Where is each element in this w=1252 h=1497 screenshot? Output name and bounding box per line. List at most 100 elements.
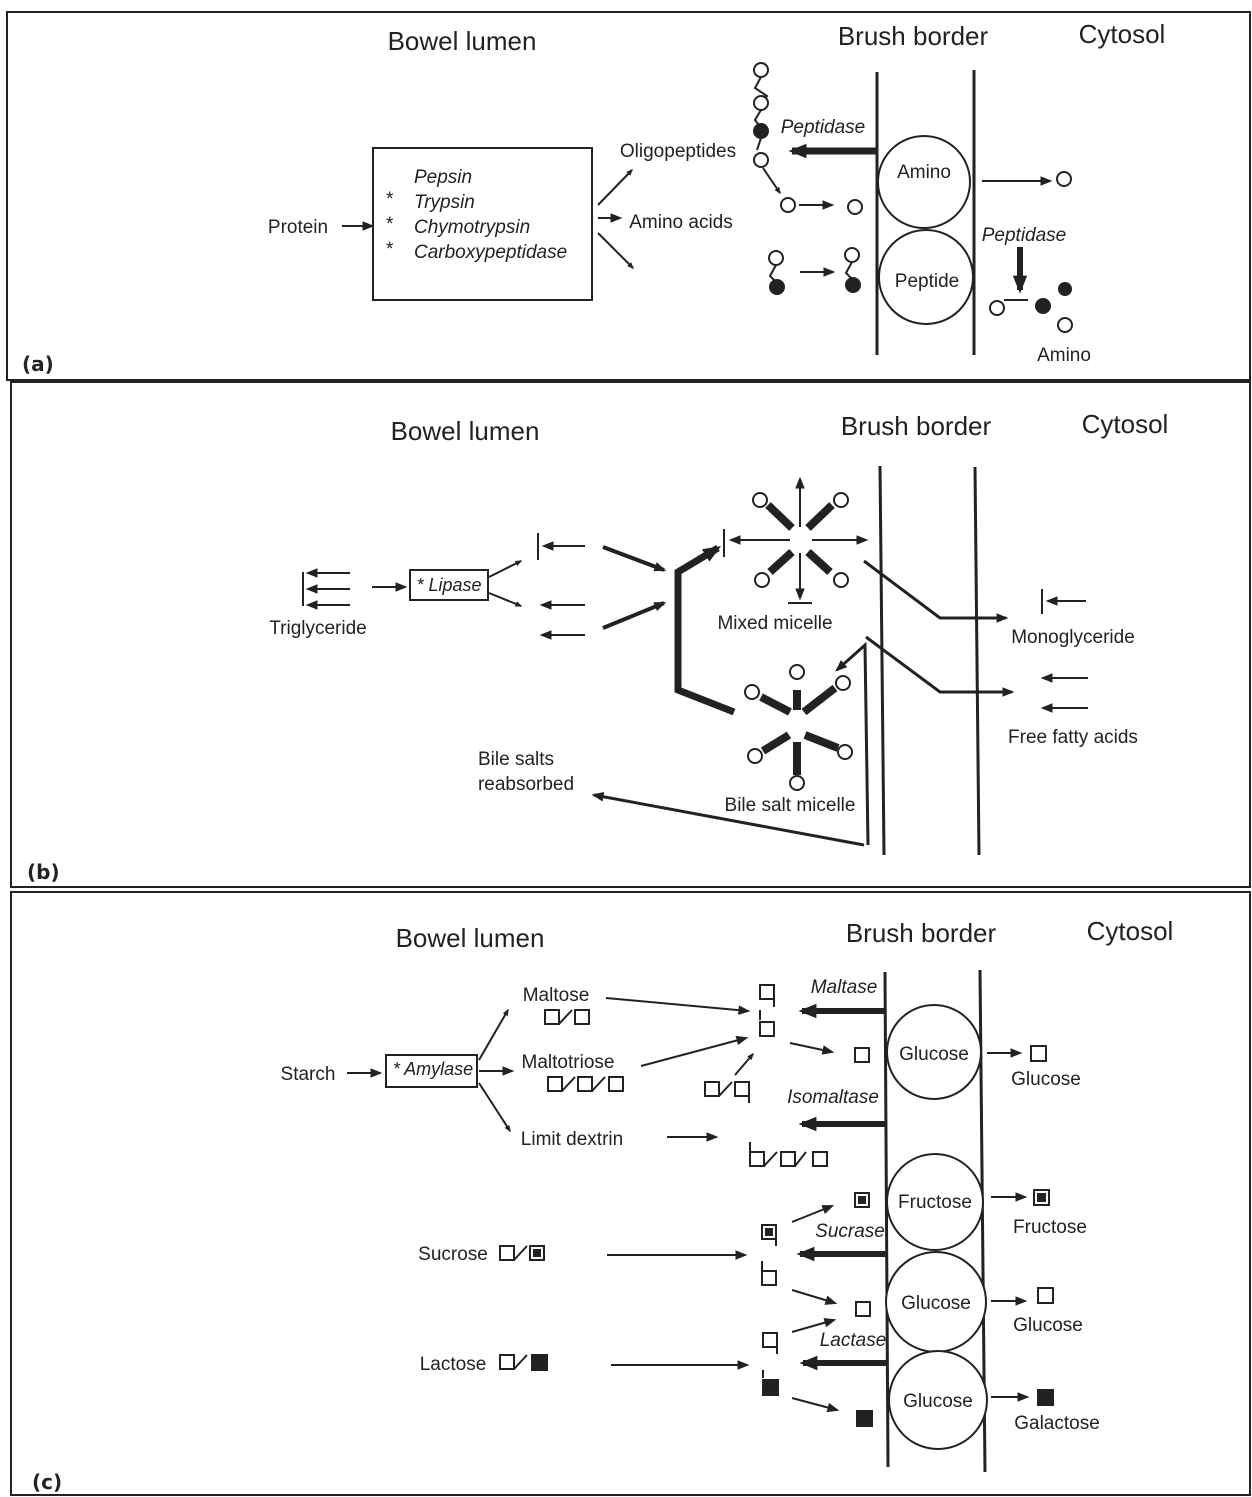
galactose-release-arrow — [792, 1398, 837, 1410]
amino-transporter-label: Amino — [897, 162, 951, 183]
maltose-cleaved-icon — [760, 985, 774, 1036]
sucrase-label: Sucrase — [815, 1221, 885, 1242]
transporter-label-1: Glucose — [899, 1044, 969, 1065]
peptidase-brush-label: Peptidase — [781, 117, 866, 138]
free-fatty-acids-label: Free fatty acids — [1008, 727, 1138, 748]
panel-c: Bowel lumen Brush border Cytosol Starch … — [11, 892, 1250, 1495]
enzyme-trypsin: Trypsin — [414, 192, 475, 213]
enzyme-chymotrypsin: Chymotrypsin — [414, 217, 530, 238]
bile-reabsorbed-label-2: reabsorbed — [478, 774, 574, 795]
maltotriose-arrow — [641, 1038, 746, 1066]
lactose-icon — [500, 1355, 547, 1370]
maltotriose-icon — [548, 1077, 623, 1091]
glucose-free-icon — [855, 1048, 869, 1062]
maltotriose-residue-arrow — [735, 1054, 753, 1075]
arrow-to-oligopeptides — [598, 170, 632, 205]
product-label-4: Galactose — [1014, 1413, 1100, 1434]
maltase-label: Maltase — [811, 977, 878, 998]
glucose-release-arrow-2 — [792, 1290, 835, 1303]
panel-c-header-cytosol: Cytosol — [1087, 916, 1174, 946]
panel-a-header-cytosol: Cytosol — [1079, 19, 1166, 49]
transporter-label-2: Fructose — [898, 1192, 972, 1213]
asterisk-3: * — [386, 239, 394, 260]
mixed-micelle-label: Mixed micelle — [717, 613, 832, 634]
panel-c-header-lumen: Bowel lumen — [396, 923, 545, 953]
sucrose-icon — [500, 1246, 544, 1260]
panel-b-membrane-right — [975, 467, 979, 855]
limit-dextrin-icon — [750, 1142, 827, 1166]
fatty-acid-absorption-arrow — [866, 637, 1012, 692]
amino-out-circle — [1057, 172, 1071, 186]
dipeptide-right — [845, 248, 860, 292]
panel-a: Bowel lumen Brush border Cytosol Protein… — [7, 12, 1250, 380]
fructose-out-icon — [1034, 1190, 1049, 1205]
product-label-1: Glucose — [1011, 1069, 1081, 1090]
isomaltase-label: Isomaltase — [787, 1087, 879, 1108]
product-label-3: Glucose — [1013, 1315, 1083, 1336]
oligopeptides-label: Oligopeptides — [620, 141, 736, 162]
triglyceride-label: Triglyceride — [269, 618, 367, 639]
panel-b: Bowel lumen Brush border Cytosol Triglyc… — [11, 382, 1250, 887]
fa-to-micelle-arrow — [603, 603, 664, 628]
panel-b-header-cytosol: Cytosol — [1082, 409, 1169, 439]
asterisk-1: * — [386, 189, 394, 210]
panel-c-label: (c) — [32, 1470, 62, 1494]
panel-c-frame — [11, 892, 1250, 1495]
maltotriose-label: Maltotriose — [522, 1052, 615, 1073]
dipeptide-left — [769, 251, 784, 294]
fructose-free-icon — [855, 1193, 869, 1207]
protein-label: Protein — [268, 217, 328, 238]
panel-b-header-brush: Brush border — [841, 411, 992, 441]
lactose-label: Lactose — [420, 1354, 487, 1375]
arrow-down — [598, 233, 633, 268]
panel-b-label: (b) — [27, 860, 60, 884]
lactose-cleaved-icon — [763, 1333, 778, 1395]
bile-reabsorbed-label-1: Bile salts — [478, 749, 554, 770]
enzyme-carboxypeptidase: Carboxypeptidase — [414, 242, 567, 263]
monoglyceride-label: Monoglyceride — [1011, 627, 1135, 648]
maltose-icon — [545, 1010, 589, 1024]
lipase-arrow-up — [489, 561, 521, 577]
amino-acid-circle-2 — [848, 200, 862, 214]
sucrose-label: Sucrose — [418, 1244, 488, 1265]
amino-acids-label: Amino acids — [629, 212, 733, 233]
chain-release-arrow — [763, 168, 780, 193]
mixed-micelle — [724, 479, 866, 603]
galactose-out-icon — [1038, 1390, 1053, 1405]
lipase-arrow-down — [489, 593, 521, 606]
maltose-label: Maltose — [523, 985, 590, 1006]
amylase-to-maltose-arrow — [479, 1010, 508, 1060]
cleaved-dipeptide — [990, 283, 1072, 332]
triglyceride-icon — [303, 572, 350, 606]
fructose-release-arrow — [792, 1206, 832, 1222]
amylase-label: * Amylase — [393, 1059, 473, 1079]
maltotriose-residue-icon — [705, 1082, 749, 1103]
panel-a-header-brush: Brush border — [838, 21, 989, 51]
monoglyceride-cytosol-icon — [1042, 589, 1086, 614]
panel-b-membrane-left — [880, 466, 884, 855]
transporter-label-4: Glucose — [903, 1391, 973, 1412]
glucose-free-icon-2 — [856, 1302, 870, 1316]
panel-b-header-lumen: Bowel lumen — [391, 416, 540, 446]
starch-label: Starch — [281, 1064, 336, 1085]
glucose-out-icon-2 — [1038, 1288, 1053, 1303]
limit-dextrin-label: Limit dextrin — [521, 1129, 623, 1150]
amino-out-label: Amino — [1037, 345, 1091, 366]
panel-a-label: (a) — [22, 352, 54, 376]
transporter-label-3: Glucose — [901, 1293, 971, 1314]
monoglyceride-absorption-arrow — [864, 561, 1006, 618]
maltose-arrow — [606, 998, 748, 1011]
galactose-free-icon — [857, 1411, 872, 1426]
mono-to-micelle-arrow — [603, 547, 664, 570]
peptide-transporter-label: Peptide — [895, 271, 959, 292]
oligopeptide-chain — [754, 63, 768, 167]
asterisk-2: * — [386, 214, 394, 235]
enzyme-pepsin: Pepsin — [414, 167, 472, 188]
bile-salt-micelle — [745, 665, 852, 790]
peptidase-cytosol-label: Peptidase — [982, 225, 1067, 246]
amylase-to-dextrin-arrow — [479, 1083, 510, 1131]
lactase-label: Lactase — [820, 1330, 887, 1351]
glucose-release-arrow — [790, 1043, 832, 1052]
monoglyceride-product — [538, 533, 585, 560]
